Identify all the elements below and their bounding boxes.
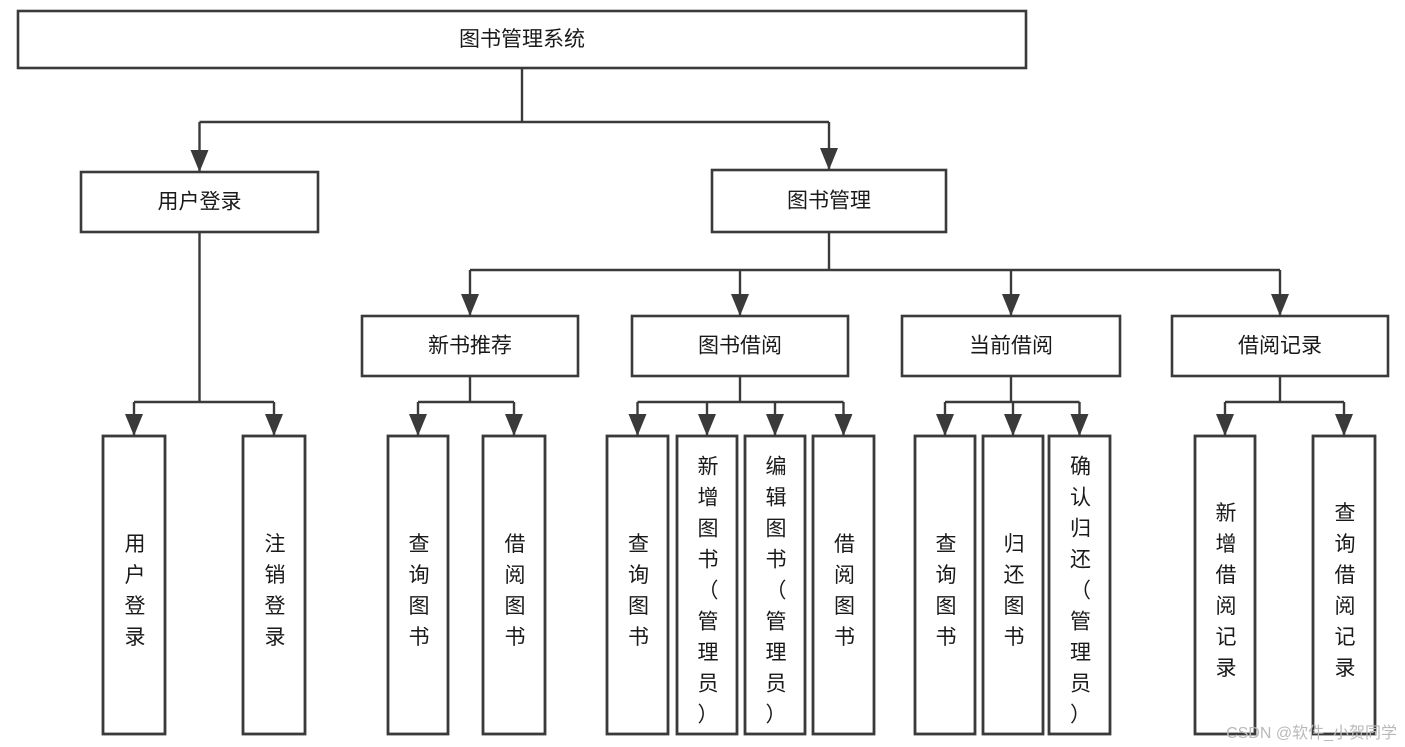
node-label: 图书借阅 — [698, 335, 782, 358]
node-box — [481, 434, 547, 736]
node-box — [386, 434, 450, 736]
node-book_borrow[interactable]: 图书借阅 — [630, 314, 850, 378]
node-box — [710, 168, 948, 234]
node-label: 新书推荐 — [428, 335, 512, 358]
node-box — [79, 170, 320, 234]
arrow-head-icon — [1271, 294, 1289, 316]
node-leaf_borrow_book_2[interactable]: 借阅图书 — [811, 434, 876, 736]
node-box — [16, 9, 1028, 70]
arrow-head-icon — [1216, 414, 1234, 436]
csdn-watermark: CSDN @软件_小贺同学 — [1226, 725, 1397, 742]
arrow-head-icon — [461, 294, 479, 316]
node-box — [360, 314, 580, 378]
node-label: 用户登录 — [125, 533, 146, 649]
node-box — [913, 434, 977, 736]
node-box — [1193, 434, 1257, 736]
node-label: 图书管理系统 — [459, 28, 585, 51]
node-new_book_rec[interactable]: 新书推荐 — [360, 314, 580, 378]
node-label: 当前借阅 — [969, 335, 1053, 358]
node-label: 确认归还（管理员） — [1070, 455, 1091, 726]
node-leaf_edit_book[interactable]: 编辑图书（管理员） — [743, 434, 807, 736]
node-label: 新增借阅记录 — [1216, 502, 1237, 680]
arrow-head-icon — [731, 294, 749, 316]
node-user_login[interactable]: 用户登录 — [79, 170, 320, 234]
node-root[interactable]: 图书管理系统 — [16, 9, 1028, 70]
node-borrow_record[interactable]: 借阅记录 — [1170, 314, 1390, 378]
node-box — [981, 434, 1045, 736]
node-label: 注销登录 — [265, 533, 286, 649]
node-label: 查询图书 — [628, 533, 649, 649]
arrow-head-icon — [190, 150, 209, 172]
arrow-head-icon — [1004, 414, 1022, 436]
node-leaf_return_book[interactable]: 归还图书 — [981, 434, 1045, 736]
node-label: 查询图书 — [936, 533, 957, 649]
node-box — [811, 434, 876, 736]
node-box — [241, 434, 307, 736]
node-leaf_query_book_3[interactable]: 查询图书 — [913, 434, 977, 736]
arrow-head-icon — [698, 414, 716, 436]
arrow-head-icon — [1335, 414, 1353, 436]
node-label: 图书管理 — [787, 190, 871, 213]
arrow-head-icon — [409, 414, 427, 436]
node-box — [101, 434, 167, 736]
node-leaf_query_book_1[interactable]: 查询图书 — [386, 434, 450, 736]
node-current_borrow[interactable]: 当前借阅 — [900, 314, 1122, 378]
node-leaf_confirm_return[interactable]: 确认归还（管理员） — [1047, 434, 1112, 736]
node-box — [630, 314, 850, 378]
arrow-head-icon — [936, 414, 954, 436]
arrow-head-icon — [834, 414, 853, 436]
node-box — [1047, 434, 1112, 736]
node-leaf_add_record[interactable]: 新增借阅记录 — [1193, 434, 1257, 736]
node-box — [605, 434, 670, 736]
node-leaf_logout[interactable]: 注销登录 — [241, 434, 307, 736]
node-label: 查询借阅记录 — [1335, 502, 1356, 680]
arrow-head-icon — [265, 414, 283, 436]
node-box — [1170, 314, 1390, 378]
node-label: 借阅图书 — [834, 533, 855, 649]
arrow-head-icon — [125, 414, 143, 436]
node-label: 新增图书（管理员） — [698, 455, 719, 726]
arrow-head-icon — [628, 414, 647, 436]
node-label: 查询图书 — [409, 533, 430, 649]
node-leaf_add_book[interactable]: 新增图书（管理员） — [675, 434, 739, 736]
node-leaf_query_record[interactable]: 查询借阅记录 — [1311, 434, 1377, 736]
node-label: 编辑图书（管理员） — [766, 455, 787, 726]
arrow-head-icon — [1070, 414, 1089, 436]
node-leaf_borrow_book_1[interactable]: 借阅图书 — [481, 434, 547, 736]
arrow-head-icon — [766, 414, 784, 436]
node-label: 归还图书 — [1004, 533, 1025, 649]
arrow-head-icon — [505, 414, 523, 436]
arrow-head-icon — [1002, 294, 1020, 316]
node-leaf_user_login[interactable]: 用户登录 — [101, 434, 167, 736]
node-label: 借阅图书 — [505, 533, 526, 649]
node-label: 借阅记录 — [1238, 335, 1322, 358]
node-box — [900, 314, 1122, 378]
node-label: 用户登录 — [158, 191, 242, 214]
node-box — [743, 434, 807, 736]
node-leaf_query_book_2[interactable]: 查询图书 — [605, 434, 670, 736]
node-box — [675, 434, 739, 736]
connector-layer — [125, 68, 1353, 436]
node-book_manage[interactable]: 图书管理 — [710, 168, 948, 234]
node-box — [1311, 434, 1377, 736]
node-box-layer: 图书管理系统用户登录图书管理新书推荐图书借阅当前借阅借阅记录用户登录注销登录查询… — [16, 9, 1390, 736]
arrow-head-icon — [820, 148, 838, 170]
